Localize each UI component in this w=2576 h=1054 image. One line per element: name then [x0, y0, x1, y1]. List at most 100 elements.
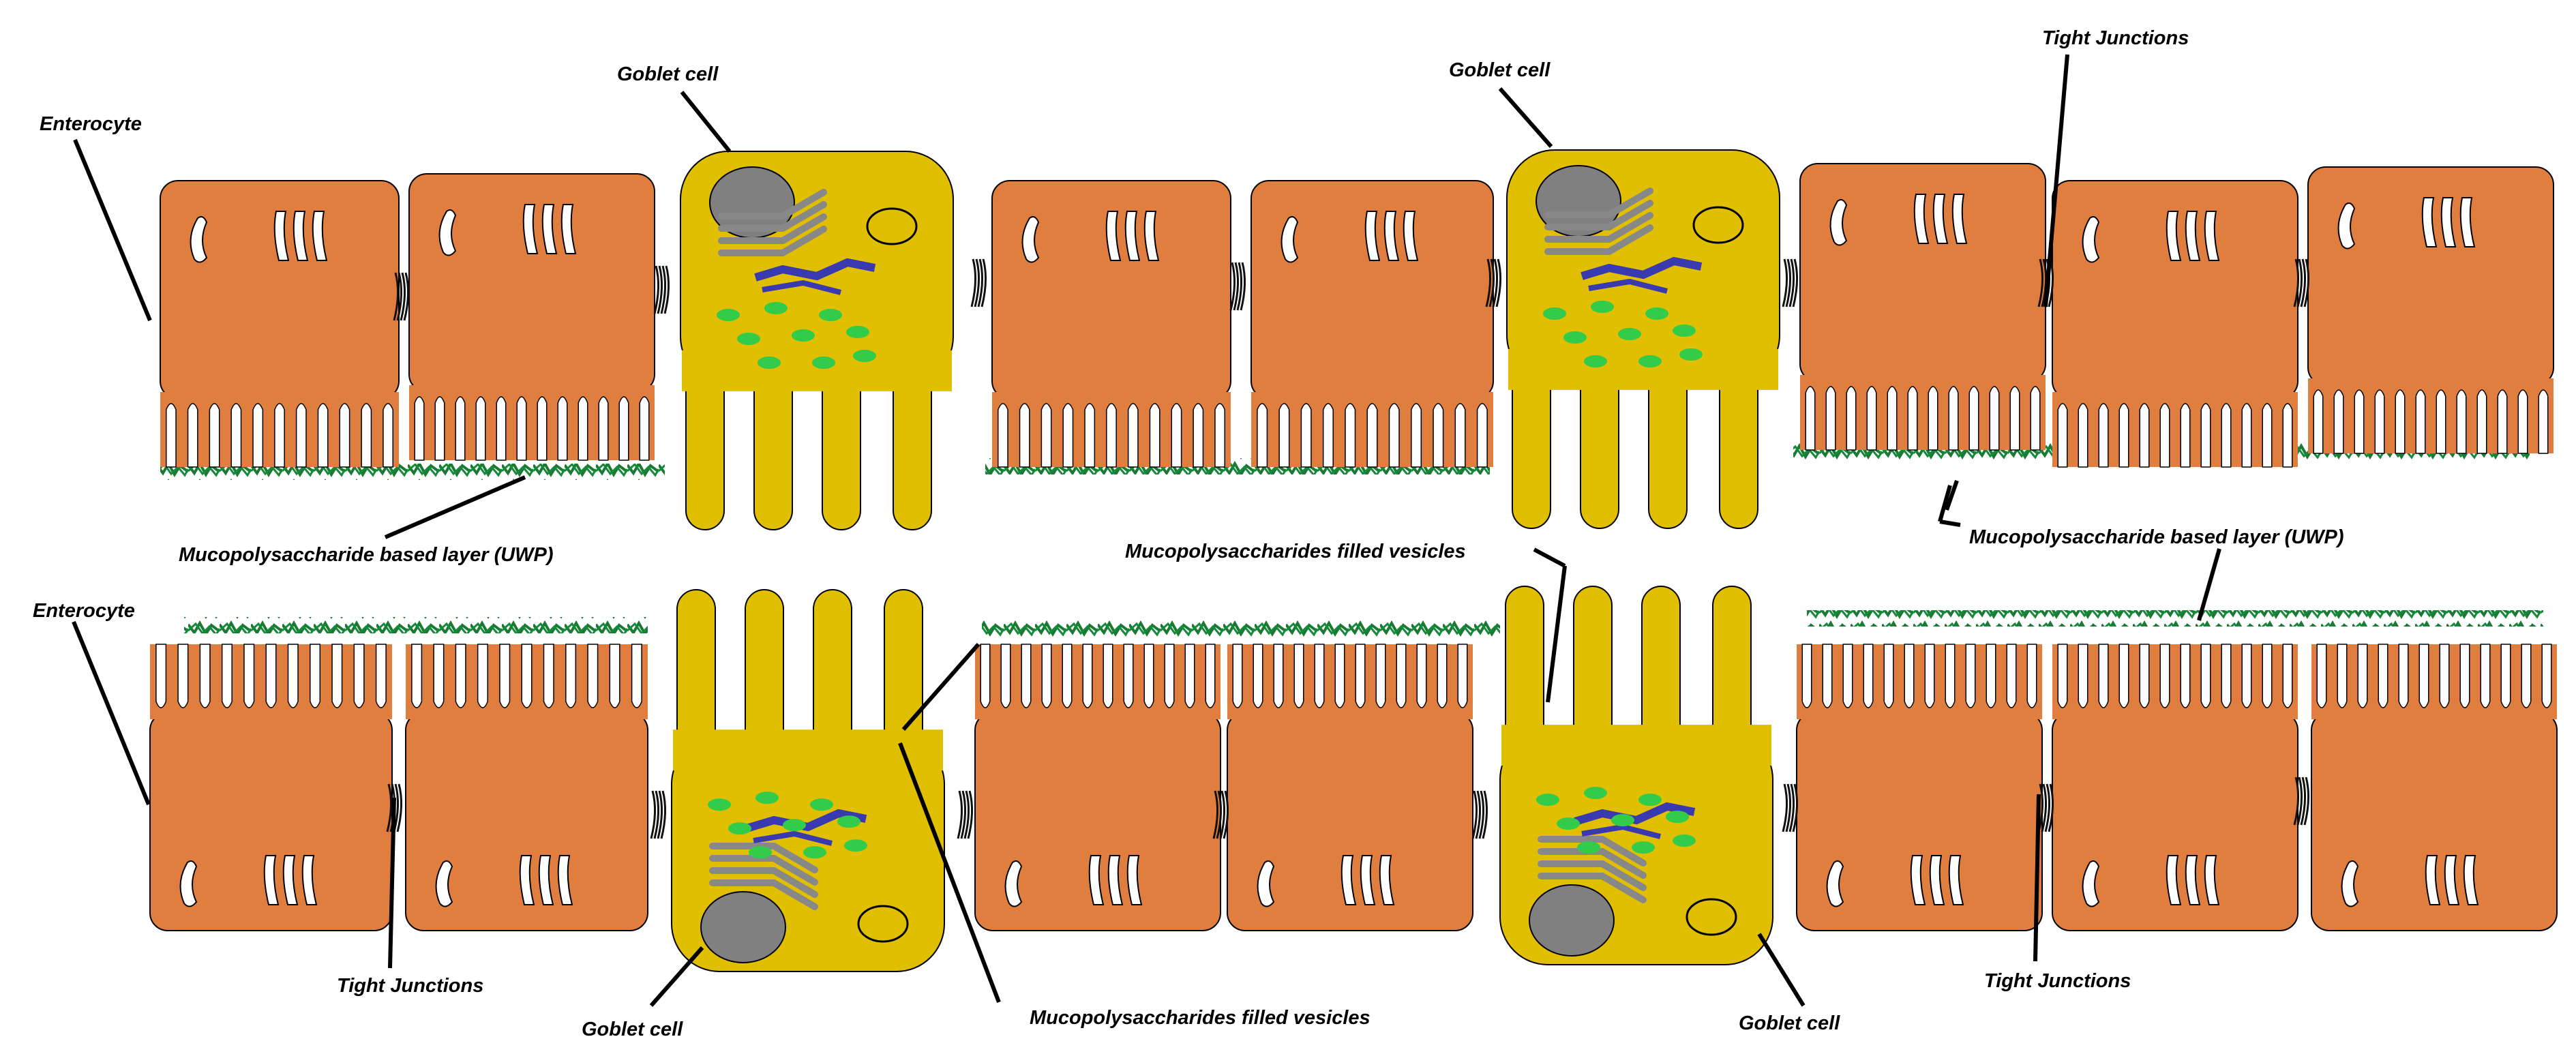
junction-strand	[977, 258, 984, 307]
microvillus	[274, 403, 285, 468]
golgi-stack	[709, 867, 818, 898]
mitochondrion	[1124, 211, 1141, 261]
microvillus	[287, 644, 299, 708]
goblet-seam	[1508, 348, 1778, 390]
mitochondrion	[179, 860, 198, 907]
enterocyte-cell	[2052, 644, 2298, 931]
golgi-stack	[1544, 200, 1653, 230]
mucus-vesicle	[764, 302, 788, 314]
enterocyte-cell	[1799, 163, 2046, 451]
microvillus	[353, 644, 365, 708]
mitochondrion	[1932, 194, 1949, 244]
mitochondrion	[866, 207, 918, 245]
endoplasmic-reticulum	[1574, 802, 1696, 826]
leader-line	[898, 742, 1001, 1004]
microvillus	[1989, 386, 2000, 451]
microvillus	[2241, 403, 2252, 468]
mucus-vesicle	[792, 329, 815, 342]
microvillus	[1232, 644, 1243, 708]
mucus-vesicle	[1577, 841, 1600, 854]
junction-strand	[1212, 790, 1219, 839]
enterocyte-cell	[160, 180, 400, 468]
nucleus	[700, 891, 786, 963]
nucleus	[1529, 884, 1615, 957]
mitochondrion	[1379, 855, 1395, 905]
goblet-finger	[685, 370, 725, 531]
microvillus	[1041, 644, 1052, 708]
mucus-vesicle	[819, 309, 842, 321]
mitochondrion	[1948, 855, 1964, 905]
junction-strand	[2293, 777, 2300, 826]
mitochondrion	[1913, 194, 1930, 244]
junction-strand	[653, 265, 660, 314]
goblet-finger	[884, 589, 923, 751]
microvillus	[1322, 403, 1334, 468]
microvillus	[187, 403, 198, 468]
goblet-finger	[1573, 586, 1613, 747]
golgi-stack	[709, 843, 818, 873]
microvillus	[331, 644, 343, 708]
microvillus	[1000, 644, 1011, 708]
junction-strand	[1216, 790, 1223, 839]
endoplasmic-reticulum	[1581, 256, 1703, 280]
golgi-stack	[1544, 212, 1653, 243]
junction-strand	[657, 265, 663, 314]
microvillus	[2439, 644, 2450, 708]
brush-border-band	[2311, 644, 2557, 719]
tight-junction	[1782, 783, 1799, 832]
mitochondrion	[1360, 855, 1376, 905]
microvillus	[177, 644, 189, 708]
mitochondrion	[2444, 855, 2460, 905]
mitochondrion	[541, 204, 558, 254]
leader-line	[73, 138, 152, 322]
mitochondrion	[273, 211, 290, 261]
mucus-vesicle	[1645, 307, 1668, 320]
microvillus	[1314, 644, 1325, 708]
microvillus	[609, 644, 620, 708]
leader-line	[1533, 547, 1566, 568]
microvillus	[265, 644, 277, 708]
microvillus	[1123, 644, 1134, 708]
microvillus	[1476, 403, 1488, 468]
label-tight-junctions-top: Tight Junctions	[2042, 27, 2189, 49]
mitochondrion	[1910, 855, 1926, 905]
microvillus	[2316, 644, 2327, 708]
label-muco-layer-left: Mucopolysaccharide based layer (UWP)	[179, 544, 554, 566]
microvillus	[1366, 403, 1378, 468]
microvillus	[2282, 403, 2293, 468]
mucus-vesicle	[1618, 328, 1641, 340]
microvillus	[1205, 644, 1216, 708]
mucus-vesicle	[1543, 307, 1566, 320]
microvillus	[1945, 644, 1956, 708]
tight-junction	[1229, 262, 1246, 311]
microvillus	[2030, 386, 2041, 451]
tight-junction	[2293, 777, 2310, 826]
microvillus	[1904, 644, 1915, 708]
junction-strand	[970, 258, 977, 307]
mitochondrion	[2463, 855, 2479, 905]
microvillus	[980, 644, 991, 708]
mitochondrion	[1105, 211, 1122, 261]
microvillus	[1416, 644, 1427, 708]
tight-junction	[957, 790, 974, 839]
mucus-vesicle	[837, 815, 860, 828]
enterocytes	[149, 163, 2558, 931]
label-vesicles-bottom: Mucopolysaccharides filled vesicles	[1030, 1007, 1371, 1029]
junction-strand	[1478, 790, 1485, 839]
microvillus	[2374, 389, 2385, 454]
microvillus	[537, 396, 548, 461]
junction-strand	[663, 265, 670, 314]
mucus-vesicle	[1611, 814, 1634, 827]
leader-line	[2033, 794, 2041, 962]
brush-border-band	[1227, 644, 1473, 719]
leader-line	[72, 620, 151, 806]
microvillus	[2241, 644, 2252, 708]
tight-junction	[1485, 258, 1502, 307]
golgi-stack	[1538, 860, 1647, 891]
mucus-vesicle	[853, 350, 876, 362]
mitochondrion	[2341, 860, 2359, 907]
microvillus	[2378, 644, 2388, 708]
mitochondrion	[1280, 216, 1299, 263]
tight-junction	[393, 272, 410, 321]
mucus-vesicle	[708, 798, 731, 811]
